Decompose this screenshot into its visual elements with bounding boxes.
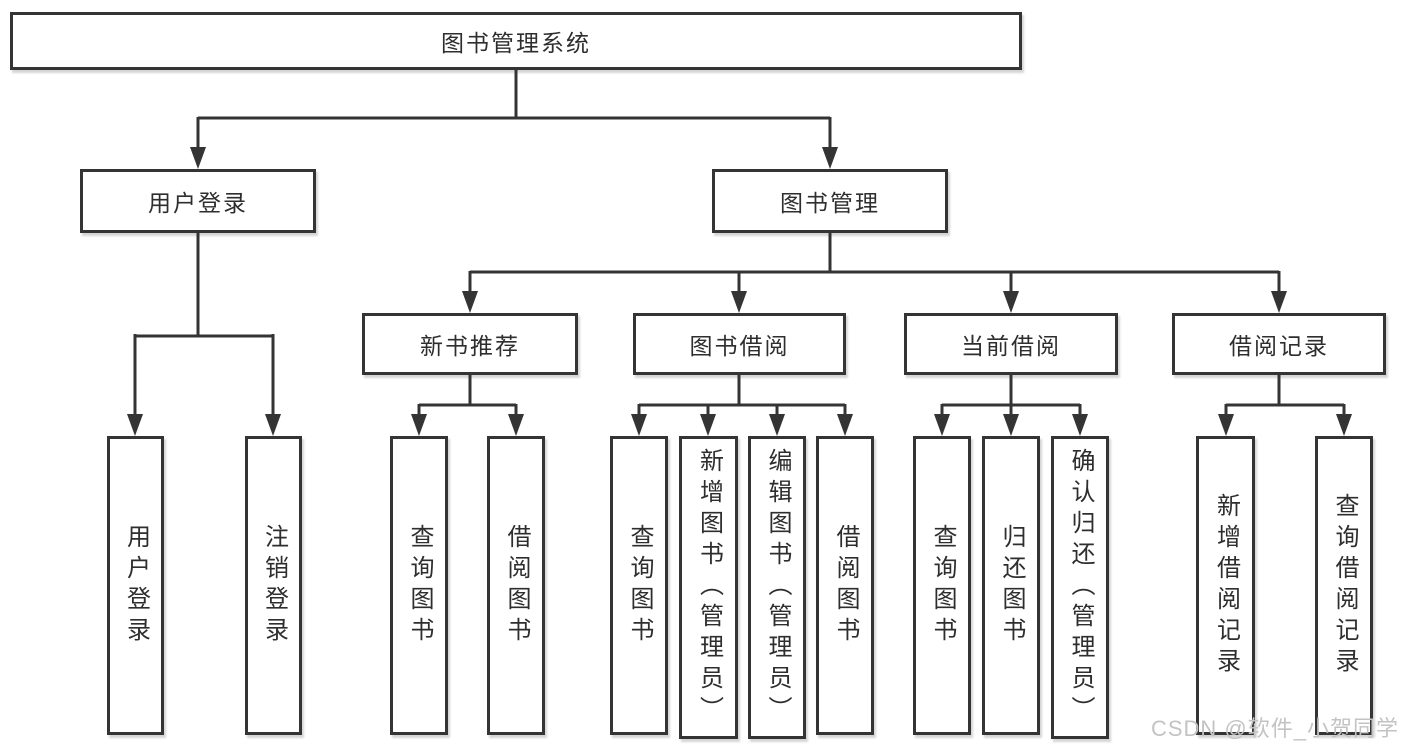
leaf-borrow-query-book: 查询图书 (610, 436, 668, 735)
leaf-edit-book-admin: 编辑图书（管理员） (748, 436, 806, 739)
node-new-book-recommend: 新书推荐 (362, 313, 578, 375)
csdn-watermark: CSDN @软件_小贺同学 (1150, 716, 1399, 741)
node-book-management: 图书管理 (712, 169, 948, 233)
node-library-management-system: 图书管理系统 (10, 12, 1022, 70)
leaf-user-login: 用户登录 (107, 436, 164, 735)
node-book-borrow: 图书借阅 (633, 313, 846, 375)
leaf-borrow-book: 借阅图书 (816, 436, 874, 735)
leaf-add-borrow-record: 新增借阅记录 (1196, 436, 1255, 735)
leaf-logout: 注销登录 (245, 436, 302, 735)
leaf-recommend-query-book: 查询图书 (390, 436, 448, 735)
leaf-current-query-book: 查询图书 (913, 436, 971, 735)
leaf-query-borrow-record: 查询借阅记录 (1315, 436, 1373, 735)
leaf-return-book: 归还图书 (982, 436, 1040, 735)
node-borrow-record: 借阅记录 (1172, 313, 1386, 375)
leaf-recommend-borrow-book: 借阅图书 (487, 436, 545, 735)
leaf-confirm-return-admin: 确认归还（管理员） (1051, 436, 1109, 739)
node-user-login: 用户登录 (80, 169, 316, 233)
leaf-add-book-admin: 新增图书（管理员） (679, 436, 738, 739)
node-current-borrow: 当前借阅 (904, 313, 1118, 375)
